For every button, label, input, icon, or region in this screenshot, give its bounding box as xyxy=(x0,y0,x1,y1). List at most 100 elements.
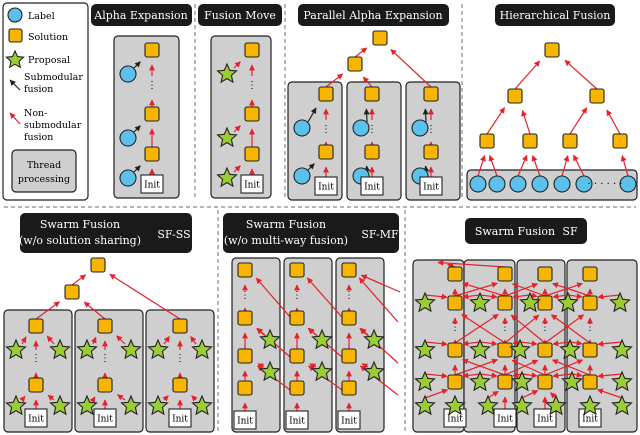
nonsubmodular-arrow xyxy=(550,314,591,344)
nonsubmodular-arrow xyxy=(461,313,506,344)
proposal-node xyxy=(414,291,436,313)
proposal-node xyxy=(5,338,27,360)
init-node xyxy=(233,410,257,430)
label-icon xyxy=(7,7,23,23)
vertical-ellipsis: ⋮ xyxy=(367,124,377,135)
proposal-node xyxy=(545,394,567,416)
nonsubmodular-arrow xyxy=(424,293,448,300)
init-node xyxy=(360,176,384,196)
proposal-node xyxy=(311,360,333,382)
solution-node xyxy=(612,133,628,149)
submodular-arrow xyxy=(307,163,315,171)
nonsubmodular-arrow xyxy=(424,372,448,379)
solution-node xyxy=(341,310,357,326)
nonsubmodular-arrow xyxy=(552,340,571,347)
nonsubmodular-arrow xyxy=(35,301,61,320)
title-hierarchical: Hierarchical Fusion xyxy=(500,9,611,22)
solution-node xyxy=(28,318,44,334)
init-label: Init xyxy=(318,183,334,193)
vertical-ellipsis: ⋮ xyxy=(147,80,157,91)
submodular-arrow-icon xyxy=(9,79,21,91)
vertical-ellipsis: ⋮ xyxy=(426,124,436,135)
solution-node xyxy=(537,266,553,282)
submodular-arrow xyxy=(363,108,370,123)
nonsubmodular-arrow xyxy=(325,73,344,88)
init-node xyxy=(240,174,264,194)
proposal-node xyxy=(363,360,385,382)
nonsubmodular-arrow xyxy=(477,155,486,177)
nonsubmodular-arrow xyxy=(569,107,588,135)
proposal-node xyxy=(469,370,491,392)
solution-node xyxy=(423,86,439,102)
proposal-node xyxy=(557,291,579,313)
nonsubmodular-arrow xyxy=(71,274,87,286)
proposal-node xyxy=(216,62,238,84)
legend-proposal: Proposal xyxy=(28,55,70,66)
label-node xyxy=(488,175,506,193)
legend-thread-1: Thread xyxy=(27,160,61,171)
proposal-node xyxy=(579,394,601,416)
proposal-node xyxy=(49,338,71,360)
label-node xyxy=(553,175,571,193)
legend-submodular-1: Submodular xyxy=(24,72,83,83)
vertical-ellipsis: ⋮ xyxy=(500,322,510,333)
legend-label: Label xyxy=(28,11,55,22)
solution-node xyxy=(447,266,463,282)
nonsubmodular-arrow xyxy=(544,282,583,297)
solution-node xyxy=(237,262,253,278)
vertical-ellipsis: ⋮ xyxy=(292,290,302,301)
proposal-node xyxy=(216,166,238,188)
solution-node xyxy=(447,342,463,358)
title-sf-ss-1: Swarm Fusion xyxy=(40,218,120,231)
submodular-arrow xyxy=(133,61,141,69)
solution-node xyxy=(237,380,253,396)
vertical-ellipsis: ⋮ xyxy=(321,124,331,135)
init-label: Init xyxy=(364,183,380,193)
submodular-arrow xyxy=(422,108,429,123)
vertical-ellipsis: ⋮ xyxy=(344,290,354,301)
nonsubmodular-arrow xyxy=(462,293,481,300)
init-label: Init xyxy=(423,183,439,193)
nonsubmodular-arrow xyxy=(552,282,591,297)
solution-node xyxy=(537,374,553,390)
nonsubmodular-arrow xyxy=(354,47,368,58)
nonsubmodular-arrow xyxy=(561,155,570,177)
nonsubmodular-arrow xyxy=(504,314,540,344)
legend-solution: Solution xyxy=(28,32,68,43)
solution-node xyxy=(562,133,578,149)
solution-node xyxy=(582,295,598,311)
proposal-node xyxy=(191,394,213,416)
nonsubmodular-arrow xyxy=(83,301,106,320)
solution-node xyxy=(582,374,598,390)
init-node xyxy=(419,176,443,196)
legend: Label Solution Proposal Submodular fusio… xyxy=(2,2,89,201)
label-node xyxy=(293,167,311,185)
init-label: Init xyxy=(244,181,260,191)
proposal-node xyxy=(469,291,491,313)
nonsubmodular-arrow xyxy=(567,293,583,300)
solution-node xyxy=(507,88,523,104)
legend-submodular-2: fusion xyxy=(24,84,53,95)
legend-nonsub-1: Non- xyxy=(24,108,47,119)
solution-node xyxy=(582,342,598,358)
nonsubmodular-arrow xyxy=(454,281,498,297)
nonsubmodular-arrow xyxy=(620,155,629,177)
vertical-ellipsis: ⋮ xyxy=(540,322,550,333)
nonsubmodular-arrow xyxy=(573,154,585,177)
init-node xyxy=(285,410,309,430)
solution-node xyxy=(28,377,44,393)
init-node xyxy=(168,408,192,428)
solution-node xyxy=(318,86,334,102)
nonsubmodular-arrow xyxy=(512,293,531,300)
diagram-nodes: ⋮Init⋮Init⋮Init⋮Init⋮Init· · · · · ·⋮Ini… xyxy=(5,30,637,430)
solution-node xyxy=(522,133,538,149)
solution-node xyxy=(318,144,334,160)
vertical-ellipsis: ⋮ xyxy=(585,322,595,333)
nonsubmodular-arrow xyxy=(552,372,573,379)
proposal-node xyxy=(216,126,238,148)
solution-node xyxy=(589,88,605,104)
proposal-node xyxy=(49,394,71,416)
proposal-node xyxy=(259,360,281,382)
nonsubmodular-arrow xyxy=(454,313,499,344)
proposal-node xyxy=(414,394,436,416)
